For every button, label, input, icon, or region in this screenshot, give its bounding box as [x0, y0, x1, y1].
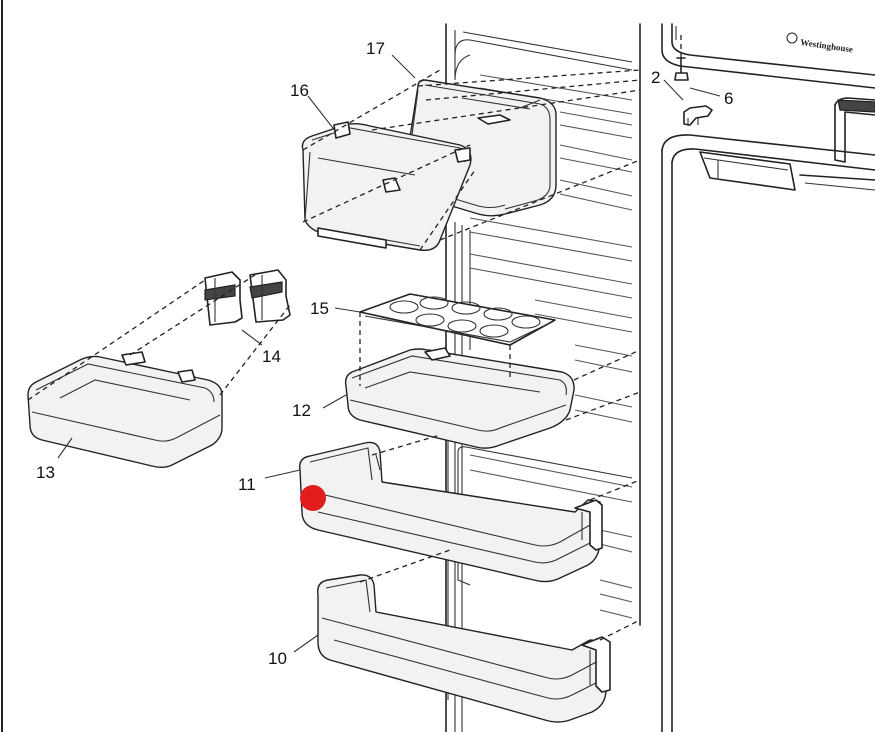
part-16-flap-bin: [301, 121, 472, 251]
callout-labels: 17 16 2 6 15 14 12 13 11 10: [36, 39, 733, 668]
part-11-lower-bin: [299, 441, 603, 583]
callout-6: 6: [724, 89, 733, 108]
callout-10: 10: [268, 649, 287, 668]
part-13-side-bin: [27, 351, 223, 468]
callout-15: 15: [310, 299, 329, 318]
part-15-egg-tray: [359, 293, 556, 346]
fridge-door: Westinghouse: [661, 23, 875, 732]
callout-2: 2: [651, 68, 660, 87]
callout-17: 17: [366, 39, 385, 58]
brand-logo: Westinghouse: [800, 37, 854, 54]
part-14-clips: [204, 269, 291, 326]
callout-12: 12: [292, 401, 311, 420]
callout-14: 14: [262, 347, 281, 366]
callout-13: 13: [36, 463, 55, 482]
callout-16: 16: [290, 81, 309, 100]
part-10-bottom-bin: [317, 574, 611, 723]
part-12-middle-bin: [344, 347, 575, 449]
leader-lines: [57, 54, 721, 653]
assembly-lines: [27, 69, 641, 641]
callout-11: 11: [238, 475, 256, 494]
red-dot-marker-icon: [300, 485, 326, 511]
part-2-hinge-cap: [683, 105, 713, 126]
part-6-hinge-pin: [674, 35, 689, 81]
